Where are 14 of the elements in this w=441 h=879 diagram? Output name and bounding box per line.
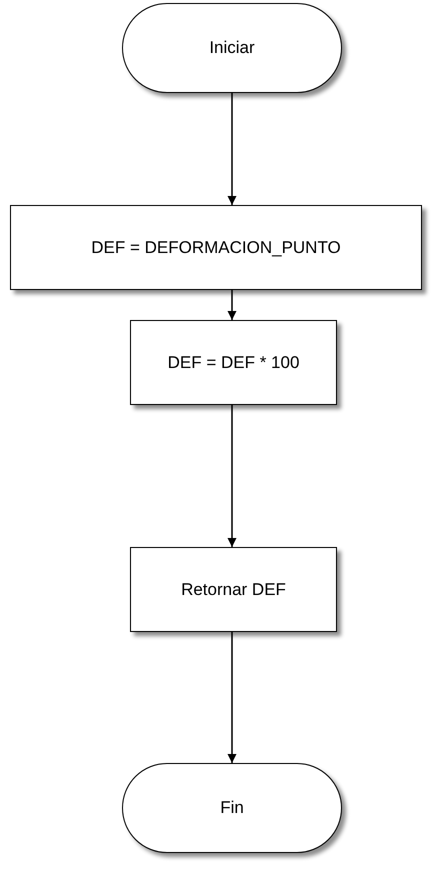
node-label: DEF = DEFORMACION_PUNTO [91, 238, 341, 258]
node-label: Iniciar [209, 38, 255, 58]
node-label: DEF = DEF * 100 [168, 352, 300, 372]
process-box [10, 205, 422, 290]
terminal-shape [122, 3, 342, 93]
terminal-shape [122, 763, 342, 853]
arrow [228, 632, 236, 763]
process-box [130, 547, 337, 632]
arrow [228, 290, 236, 320]
arrow [228, 93, 236, 205]
node-label: Fin [220, 798, 244, 818]
node-label: Retornar DEF [181, 580, 286, 600]
process-box [130, 320, 337, 405]
arrow [228, 405, 236, 547]
